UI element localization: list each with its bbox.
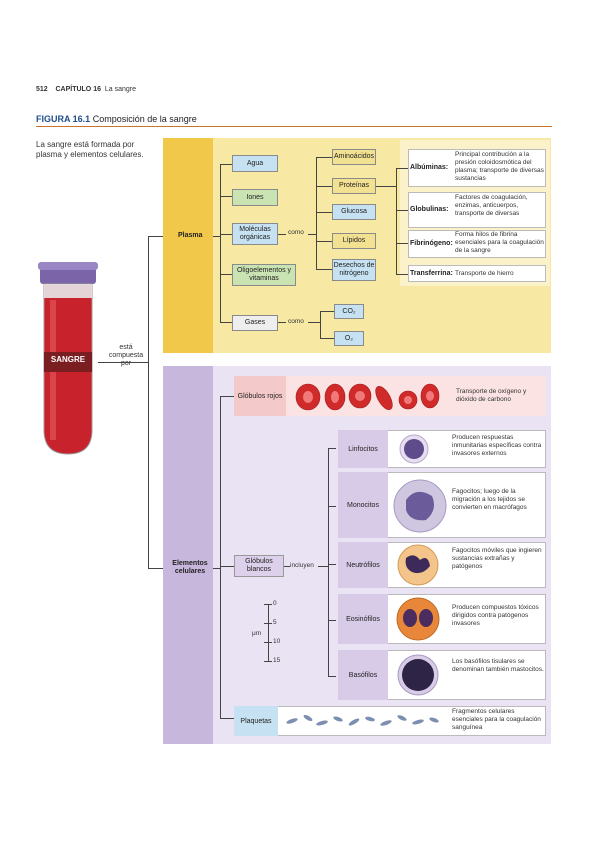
figure-title: FIGURA 16.1 Composición de la sangre bbox=[36, 114, 197, 124]
wbc-desc-eosinophils: Producen compuestos tóxicos dirigidos co… bbox=[452, 604, 539, 627]
protein-name-globulins: Globulinas: bbox=[410, 206, 449, 213]
blood-tube-illustration bbox=[38, 262, 98, 455]
platelets-label: Plaquetas bbox=[234, 706, 278, 736]
plasma-component-vitamins: Oligoelementos y vitaminas bbox=[232, 264, 296, 286]
red-blood-cells-icon bbox=[295, 383, 440, 411]
wbc-desc-lymphocytes: Producen respuestas inmunitarias específ… bbox=[452, 434, 542, 457]
intro-text: La sangre está formada por plasma y elem… bbox=[36, 140, 144, 159]
scale-tick-10: 10 bbox=[273, 638, 281, 645]
monocyte-icon bbox=[393, 479, 447, 533]
figure-caption: Composición de la sangre bbox=[92, 114, 197, 124]
wbc-desc-neutrophils: Fagocitos móviles que ingieren sustancia… bbox=[452, 547, 542, 570]
rbc-desc: Transporte de oxígeno y dióxido de carbo… bbox=[456, 388, 527, 403]
chapter-title: La sangre bbox=[104, 86, 137, 93]
scale-tick-5: 5 bbox=[273, 619, 277, 626]
scale-tick-15: 15 bbox=[273, 657, 281, 664]
protein-desc-transferrin: Transporte de hierro bbox=[455, 270, 514, 277]
page-header: 512 CAPÍTULO 16 La sangre bbox=[36, 86, 136, 93]
page-number: 512 bbox=[36, 86, 48, 93]
tube-label: SANGRE bbox=[50, 355, 86, 364]
plasma-panel-strip bbox=[163, 138, 213, 353]
organic-proteins: Proteínas bbox=[332, 178, 376, 194]
connector-text: está compuesta por bbox=[108, 344, 144, 367]
protein-desc-fibrinogen: Forma hilos de fibrina esenciales para l… bbox=[455, 231, 544, 254]
plasma-component-water: Agua bbox=[232, 155, 278, 172]
incluyen-label: incluyen bbox=[290, 562, 314, 569]
protein-row-globulins bbox=[408, 192, 546, 228]
plasma-component-ions: Iones bbox=[232, 189, 278, 206]
protein-desc-albumins: Principal contribución a la presión colo… bbox=[455, 151, 544, 182]
rbc-label: Glóbulos rojos bbox=[234, 376, 286, 416]
organic-nitrogen-waste: Desechos de nitrógeno bbox=[332, 259, 376, 281]
scale-tick-0: 0 bbox=[273, 600, 277, 607]
platelets-icon bbox=[286, 714, 439, 726]
protein-desc-globulins: Factores de coagulación, enzimas, anticu… bbox=[455, 194, 528, 217]
lymphocyte-icon bbox=[399, 434, 429, 464]
organic-glucose: Glucosa bbox=[332, 204, 376, 220]
protein-row-albumins bbox=[408, 149, 546, 187]
neutrophil-icon bbox=[397, 544, 439, 586]
cells-label: Elementos celulares bbox=[172, 560, 208, 575]
protein-name-fibrinogen: Fibrinógeno: bbox=[410, 240, 453, 247]
wbc-name-neutrophils: Neutrófilos bbox=[338, 542, 388, 588]
wbc-name-lymphocytes: Linfocitos bbox=[338, 430, 388, 468]
wbc-name-monocytes: Monocitos bbox=[338, 472, 388, 538]
wbc-desc-monocytes: Fagocitos; luego de la migración a los t… bbox=[452, 488, 527, 511]
wbc-name-basophils: Basófilos bbox=[338, 650, 388, 700]
plasma-component-organic: Moléculas orgánicas bbox=[232, 223, 278, 245]
wbc-name-eosinophils: Eosinófilos bbox=[338, 594, 388, 644]
plasma-component-gases: Gases bbox=[232, 315, 278, 331]
organic-lipids: Lípidos bbox=[332, 233, 376, 249]
como-label-gases: como bbox=[288, 318, 304, 325]
basophil-icon bbox=[397, 654, 439, 696]
cells-panel-strip bbox=[163, 366, 213, 744]
organic-aminoacids: Aminoácidos bbox=[332, 149, 376, 165]
eosinophil-icon bbox=[396, 597, 440, 641]
scale-unit: μm bbox=[252, 630, 262, 637]
protein-name-transferrin: Transferrina: bbox=[410, 270, 453, 277]
gas-co2: CO₂ bbox=[334, 304, 364, 319]
protein-row-transferrin bbox=[408, 265, 546, 282]
protein-name-albumins: Albúminas: bbox=[410, 164, 449, 171]
wbc-desc-basophils: Los basófilos tisulares se denominan tam… bbox=[452, 658, 544, 673]
wbc-label: Glóbulos blancos bbox=[234, 555, 284, 577]
plasma-label: Plasma bbox=[178, 232, 203, 239]
platelets-desc: Fragmentos celulares esenciales para la … bbox=[452, 708, 541, 731]
protein-row-fibrinogen bbox=[408, 230, 546, 258]
gas-o2: O₂ bbox=[334, 331, 364, 346]
chapter-label: CAPÍTULO 16 bbox=[55, 86, 101, 93]
figure-rule bbox=[36, 126, 552, 127]
como-label-organic: como bbox=[288, 229, 304, 236]
figure-label: FIGURA 16.1 bbox=[36, 114, 91, 124]
